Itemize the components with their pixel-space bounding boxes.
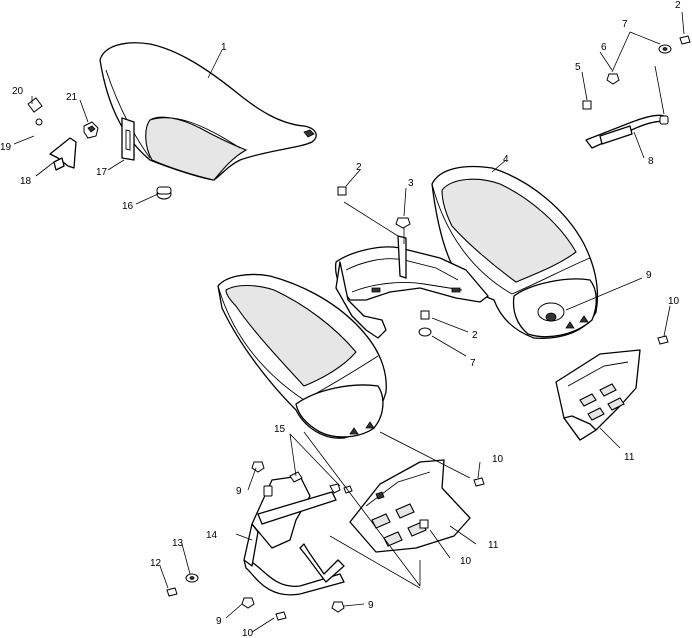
lower-fasteners <box>166 335 669 621</box>
skid-plate-center <box>349 459 471 553</box>
callout-5: 5 <box>575 62 581 73</box>
callout-10-bottom: 10 <box>242 628 254 638</box>
callout-19: 19 <box>0 142 12 153</box>
callout-2-center: 2 <box>356 162 362 173</box>
callout-9-right: 9 <box>646 270 652 281</box>
rear-hook-bracket <box>582 31 691 149</box>
callout-12: 12 <box>150 558 162 569</box>
callout-9-upper-left: 9 <box>236 486 242 497</box>
seat <box>99 42 317 181</box>
callout-14: 14 <box>206 530 218 541</box>
callout-8: 8 <box>648 156 654 167</box>
callout-17: 17 <box>96 167 108 178</box>
callout-11-right: 11 <box>624 452 635 463</box>
callout-16: 16 <box>122 201 134 212</box>
front-bracket <box>243 471 345 596</box>
center-tray <box>334 201 489 339</box>
callout-11-center: 11 <box>488 540 499 551</box>
callout-3: 3 <box>408 178 414 189</box>
rear-fender <box>431 165 599 339</box>
callout-20: 20 <box>12 86 24 97</box>
callout-7-lower: 7 <box>470 358 476 369</box>
callout-21: 21 <box>66 92 78 103</box>
callout-1: 1 <box>221 42 227 53</box>
callout-15: 15 <box>274 424 286 435</box>
callout-10-center: 10 <box>492 454 504 465</box>
callout-6: 6 <box>601 42 607 53</box>
center-fasteners <box>337 186 432 337</box>
callout-2-lower: 2 <box>472 330 478 341</box>
callout-4: 4 <box>503 154 509 165</box>
callout-10-lower-center: 10 <box>460 556 472 567</box>
callout-2: 2 <box>675 0 681 11</box>
front-fender <box>217 273 387 439</box>
leader-lines <box>31 11 685 633</box>
callout-9-lower-right: 9 <box>368 600 374 611</box>
seat-latch-hardware <box>13 97 172 200</box>
callout-13: 13 <box>172 538 184 549</box>
skid-plate-right <box>555 349 641 441</box>
callout-7: 7 <box>622 19 628 30</box>
callout-10-right: 10 <box>668 296 680 307</box>
callout-9-lower-left: 9 <box>216 616 222 627</box>
callout-18: 18 <box>20 176 32 187</box>
